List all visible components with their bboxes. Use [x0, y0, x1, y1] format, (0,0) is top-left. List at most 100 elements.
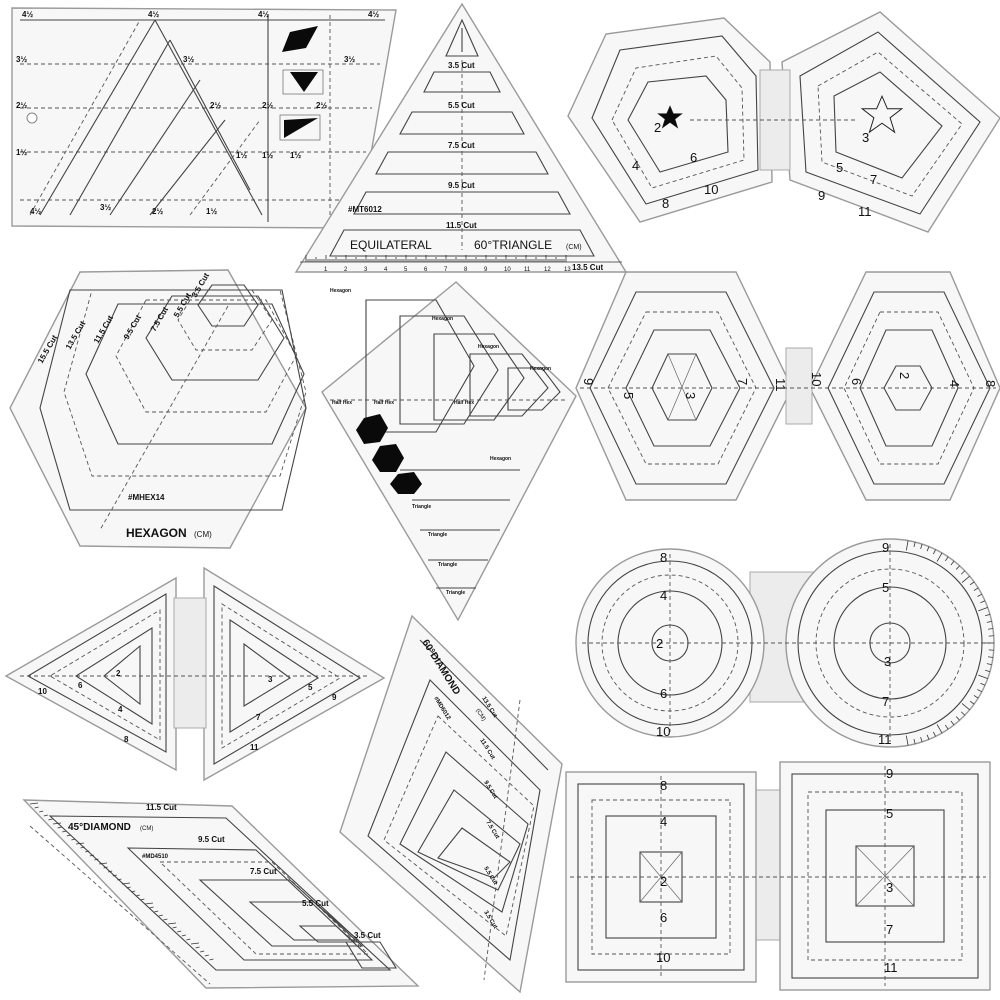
diamond45-tick	[103, 866, 108, 869]
hexpair-label: 8	[983, 380, 998, 387]
square-label: 5	[886, 806, 893, 821]
diamond45-tick	[126, 886, 131, 889]
protractor-tick	[950, 560, 955, 566]
hsq-mark: 4½	[22, 10, 33, 19]
protractor-tick	[913, 541, 916, 548]
hsq-mark: 3½	[344, 55, 355, 64]
kite-label: 6	[78, 681, 83, 690]
protractor-tick	[936, 724, 943, 734]
protractor-tick	[986, 663, 992, 666]
solid-hexagon-icon	[390, 472, 422, 494]
diamond45-tick	[181, 934, 186, 937]
protractor-tick	[936, 552, 943, 562]
kite-label: 4	[118, 705, 123, 714]
protractor-tick	[978, 607, 988, 612]
solid-hexagon-icon	[356, 414, 388, 444]
hsq-mark: 2½	[16, 101, 27, 110]
protractor-tick	[920, 543, 923, 549]
solid-half-triangle-icon	[284, 118, 318, 138]
hexdiamond-label: Hexagon	[490, 456, 511, 462]
kite-label: 9	[332, 693, 337, 702]
scale-number: 2	[344, 267, 348, 273]
circle-label: 3	[884, 654, 891, 669]
diamond45-tick	[43, 814, 48, 817]
hexdiamond-label: Triangle	[446, 590, 465, 596]
triangle-cut-label: 3.5 Cut	[448, 61, 475, 70]
hexpair-label: 2	[897, 372, 912, 379]
protractor-tick	[980, 600, 986, 604]
pentagon-label: 11	[858, 204, 872, 219]
square-label: 8	[660, 778, 667, 793]
protractor-tick	[985, 669, 991, 673]
diamond45-unit: (CM)	[140, 826, 153, 832]
circle-ruler-pair: 8 4 2 6 10 9 5 3 7 11	[575, 538, 995, 748]
diamond45-tick	[39, 810, 44, 813]
hex-model-number: #MHEX14	[128, 493, 165, 502]
kite-label: 10	[38, 687, 47, 696]
hsq-mark: 1½	[236, 151, 247, 160]
hexpair-label: 5	[621, 392, 636, 399]
hexdiamond-label: Half Hex	[454, 400, 474, 406]
diamond45-tick	[149, 906, 154, 909]
solid-hexagon-icon	[372, 444, 404, 472]
diamond45-tick	[167, 922, 177, 925]
diamond45-tick	[57, 826, 62, 829]
pentagon-label: 3	[862, 130, 869, 145]
triangle-cut-label: 9.5 Cut	[448, 181, 475, 190]
protractor-tick	[950, 720, 955, 726]
circle-label: 10	[656, 724, 670, 739]
triangle-kite-ruler-pair: 2 6 4 10 8 3 5 7 9 11	[4, 566, 386, 782]
pentagon-label: 6	[690, 150, 697, 165]
protractor-ticks	[905, 540, 994, 746]
diamond45-tick	[108, 870, 113, 873]
hsq-mark: 1½	[290, 151, 301, 160]
pentagon-label: 8	[662, 196, 669, 211]
circle-label: 2	[656, 636, 663, 651]
diamond45-tick	[89, 854, 94, 857]
kite-label: 8	[124, 735, 129, 744]
circle-label: 9	[882, 540, 889, 555]
pentagon-label: 2	[654, 120, 661, 135]
hexdiamond-label: Hexagon	[530, 366, 551, 372]
hexagon-ruler: 3.5 Cut 5.5 Cut 7.5 Cut 9.5 Cut 11.5 Cut…	[9, 269, 307, 549]
diamond45-scale	[29, 802, 214, 961]
protractor-tick	[961, 703, 970, 711]
scale-number: 10	[504, 267, 511, 273]
hexdiamond-label: Hexagon	[478, 344, 499, 350]
hexdiamond-label: Triangle	[438, 562, 457, 568]
hsq-mark: 4½	[368, 10, 379, 19]
hexpair-label: 6	[849, 378, 864, 385]
triangle-cut-label: 11.5 Cut	[446, 221, 477, 230]
triangle-title-left: EQUILATERAL	[350, 238, 432, 252]
scale-number: 3	[364, 267, 368, 273]
diamond45-cut-label: 7.5 Cut	[250, 867, 277, 876]
diamond45-tick	[195, 946, 200, 949]
scale-number: 7	[444, 267, 448, 273]
circle-label: 6	[660, 686, 667, 701]
hsq-mark: 4½	[258, 10, 269, 19]
square-label: 10	[656, 950, 670, 965]
protractor-tick	[985, 613, 991, 617]
diamond45-tick	[190, 942, 200, 945]
protractor-tick	[961, 575, 970, 583]
diamond45-tick	[158, 914, 163, 917]
hex-title: HEXAGON	[126, 526, 187, 540]
protractor-tick	[905, 735, 909, 746]
diamond45-tick	[48, 818, 53, 821]
diamond45-cut-label: 9.5 Cut	[198, 835, 225, 844]
diamond45-tick	[66, 834, 71, 837]
hexpair-label: 7	[735, 378, 750, 385]
diamond45-tick	[154, 910, 159, 913]
hsq-mark: 4½	[148, 10, 159, 19]
triangle-title-right: 60°TRIANGLE	[474, 238, 552, 252]
diamond45-tick	[172, 926, 177, 929]
equilateral-triangle-ruler: 3.5 Cut 5.5 Cut 7.5 Cut 9.5 Cut 11.5 Cut…	[294, 2, 628, 273]
diamond45-tick	[163, 918, 168, 921]
square-label: 7	[886, 922, 893, 937]
triangle-cut-label: 13.5 Cut	[572, 263, 603, 272]
protractor-tick	[905, 540, 909, 551]
diamond45-cut-label: 11.5 Cut	[146, 803, 177, 812]
scale-number: 6	[424, 267, 428, 273]
